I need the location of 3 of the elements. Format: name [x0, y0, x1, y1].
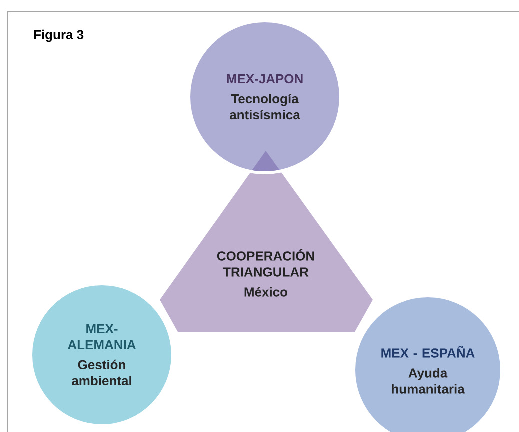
figure-title: Figura 3	[34, 30, 84, 42]
node-label: MEX-JAPON	[227, 74, 303, 84]
node-label: Tecnología antisísmica	[230, 94, 300, 120]
